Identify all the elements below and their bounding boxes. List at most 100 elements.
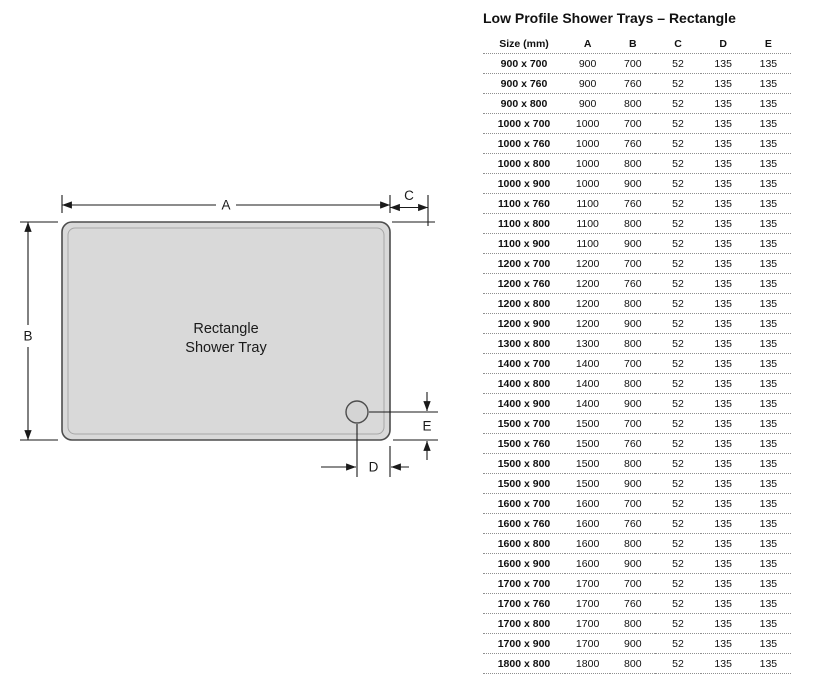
dim-b-cell: 700 bbox=[610, 353, 656, 374]
size-cell: 1500 x 760 bbox=[483, 433, 566, 454]
dim-e-cell: 135 bbox=[745, 353, 791, 374]
dim-a-cell: 1500 bbox=[565, 413, 611, 434]
dim-d-cell: 135 bbox=[700, 413, 746, 434]
dim-c-cell: 52 bbox=[655, 653, 701, 674]
size-cell: 1000 x 760 bbox=[483, 133, 566, 154]
dim-d-cell: 135 bbox=[700, 333, 746, 354]
header-a: A bbox=[565, 34, 611, 54]
dim-d-cell: 135 bbox=[700, 433, 746, 454]
dim-e-cell: 135 bbox=[745, 653, 791, 674]
dim-c-cell: 52 bbox=[655, 193, 701, 214]
dim-d-cell: 135 bbox=[700, 353, 746, 374]
dim-a-cell: 1000 bbox=[565, 113, 611, 134]
dim-b-cell: 800 bbox=[610, 453, 656, 474]
dim-b-cell: 900 bbox=[610, 313, 656, 334]
dim-d-cell: 135 bbox=[700, 113, 746, 134]
dim-e-cell: 135 bbox=[745, 393, 791, 414]
dim-c-cell: 52 bbox=[655, 473, 701, 494]
dim-e-cell: 135 bbox=[745, 73, 791, 94]
size-cell: 1400 x 800 bbox=[483, 373, 566, 394]
dim-c-cell: 52 bbox=[655, 93, 701, 114]
size-cell: 1400 x 700 bbox=[483, 353, 566, 374]
dim-b-cell: 700 bbox=[610, 53, 656, 74]
dim-b-cell: 760 bbox=[610, 273, 656, 294]
dim-e-cell: 135 bbox=[745, 413, 791, 434]
dim-e-cell: 135 bbox=[745, 193, 791, 214]
table-row: 900 x 800 900 800 52 135 135 bbox=[483, 93, 791, 114]
size-cell: 1200 x 900 bbox=[483, 313, 566, 334]
size-cell: 1700 x 900 bbox=[483, 633, 566, 654]
dim-c-cell: 52 bbox=[655, 293, 701, 314]
header-size: Size (mm) bbox=[483, 34, 566, 54]
dim-e-label: E bbox=[422, 419, 431, 434]
dim-a-cell: 1400 bbox=[565, 393, 611, 414]
dim-b-cell: 900 bbox=[610, 233, 656, 254]
size-cell: 1000 x 800 bbox=[483, 153, 566, 174]
dim-a-cell: 900 bbox=[565, 53, 611, 74]
dim-e-cell: 135 bbox=[745, 633, 791, 654]
dim-d-cell: 135 bbox=[700, 393, 746, 414]
dim-c-cell: 52 bbox=[655, 353, 701, 374]
dim-d-cell: 135 bbox=[700, 293, 746, 314]
dim-e-cell: 135 bbox=[745, 293, 791, 314]
dim-c-cell: 52 bbox=[655, 333, 701, 354]
dim-b-cell: 800 bbox=[610, 333, 656, 354]
dim-d-label: D bbox=[369, 460, 379, 475]
dim-e-cell: 135 bbox=[745, 133, 791, 154]
dimension-a: A bbox=[61, 195, 391, 213]
dim-c-cell: 52 bbox=[655, 513, 701, 534]
dim-b-cell: 900 bbox=[610, 173, 656, 194]
table-row: 1200 x 900 1200 900 52 135 135 bbox=[483, 313, 791, 334]
dim-a-cell: 1500 bbox=[565, 453, 611, 474]
dim-d-cell: 135 bbox=[700, 473, 746, 494]
dim-c-cell: 52 bbox=[655, 233, 701, 254]
dim-c-cell: 52 bbox=[655, 273, 701, 294]
dim-c-cell: 52 bbox=[655, 393, 701, 414]
dim-b-cell: 800 bbox=[610, 93, 656, 114]
dim-c-cell: 52 bbox=[655, 73, 701, 94]
dim-d-cell: 135 bbox=[700, 653, 746, 674]
dim-a-cell: 1800 bbox=[565, 653, 611, 674]
table-row: 900 x 760 900 760 52 135 135 bbox=[483, 73, 791, 94]
dim-e-cell: 135 bbox=[745, 153, 791, 174]
shower-tray-diagram: Rectangle Shower Tray A C B bbox=[20, 188, 438, 477]
dim-b-cell: 760 bbox=[610, 593, 656, 614]
table-row: 1400 x 700 1400 700 52 135 135 bbox=[483, 353, 791, 374]
dim-e-cell: 135 bbox=[745, 453, 791, 474]
dim-e-cell: 135 bbox=[745, 273, 791, 294]
table-row: 1600 x 760 1600 760 52 135 135 bbox=[483, 513, 791, 534]
dim-a-cell: 900 bbox=[565, 73, 611, 94]
drain-waste-circle bbox=[345, 400, 369, 424]
dim-c-cell: 52 bbox=[655, 133, 701, 154]
dim-d-cell: 135 bbox=[700, 513, 746, 534]
table-row: 1500 x 760 1500 760 52 135 135 bbox=[483, 433, 791, 454]
dim-b-cell: 800 bbox=[610, 153, 656, 174]
dim-d-cell: 135 bbox=[700, 253, 746, 274]
dim-a-cell: 900 bbox=[565, 93, 611, 114]
dim-d-cell: 135 bbox=[700, 213, 746, 234]
dim-a-cell: 1000 bbox=[565, 153, 611, 174]
dim-e-cell: 135 bbox=[745, 513, 791, 534]
table-row: 1400 x 800 1400 800 52 135 135 bbox=[483, 373, 791, 394]
size-cell: 1600 x 700 bbox=[483, 493, 566, 514]
size-cell: 1800 x 800 bbox=[483, 653, 566, 674]
size-cell: 1100 x 760 bbox=[483, 193, 566, 214]
dim-d-cell: 135 bbox=[700, 493, 746, 514]
dim-e-cell: 135 bbox=[745, 493, 791, 514]
tray-outline bbox=[61, 221, 391, 441]
dim-a-cell: 1200 bbox=[565, 273, 611, 294]
dim-e-cell: 135 bbox=[745, 613, 791, 634]
table-row: 900 x 700 900 700 52 135 135 bbox=[483, 53, 791, 74]
dim-d-cell: 135 bbox=[700, 173, 746, 194]
table-row: 1700 x 900 1700 900 52 135 135 bbox=[483, 633, 791, 654]
spec-table-section: Low Profile Shower Trays – Rectangle Siz… bbox=[483, 10, 791, 674]
dim-c-cell: 52 bbox=[655, 633, 701, 654]
dim-c-cell: 52 bbox=[655, 553, 701, 574]
dim-c-cell: 52 bbox=[655, 253, 701, 274]
size-cell: 1000 x 700 bbox=[483, 113, 566, 134]
table-row: 1100 x 760 1100 760 52 135 135 bbox=[483, 193, 791, 214]
dim-a-cell: 1100 bbox=[565, 233, 611, 254]
size-cell: 1700 x 700 bbox=[483, 573, 566, 594]
dim-e-cell: 135 bbox=[745, 113, 791, 134]
dim-e-cell: 135 bbox=[745, 553, 791, 574]
